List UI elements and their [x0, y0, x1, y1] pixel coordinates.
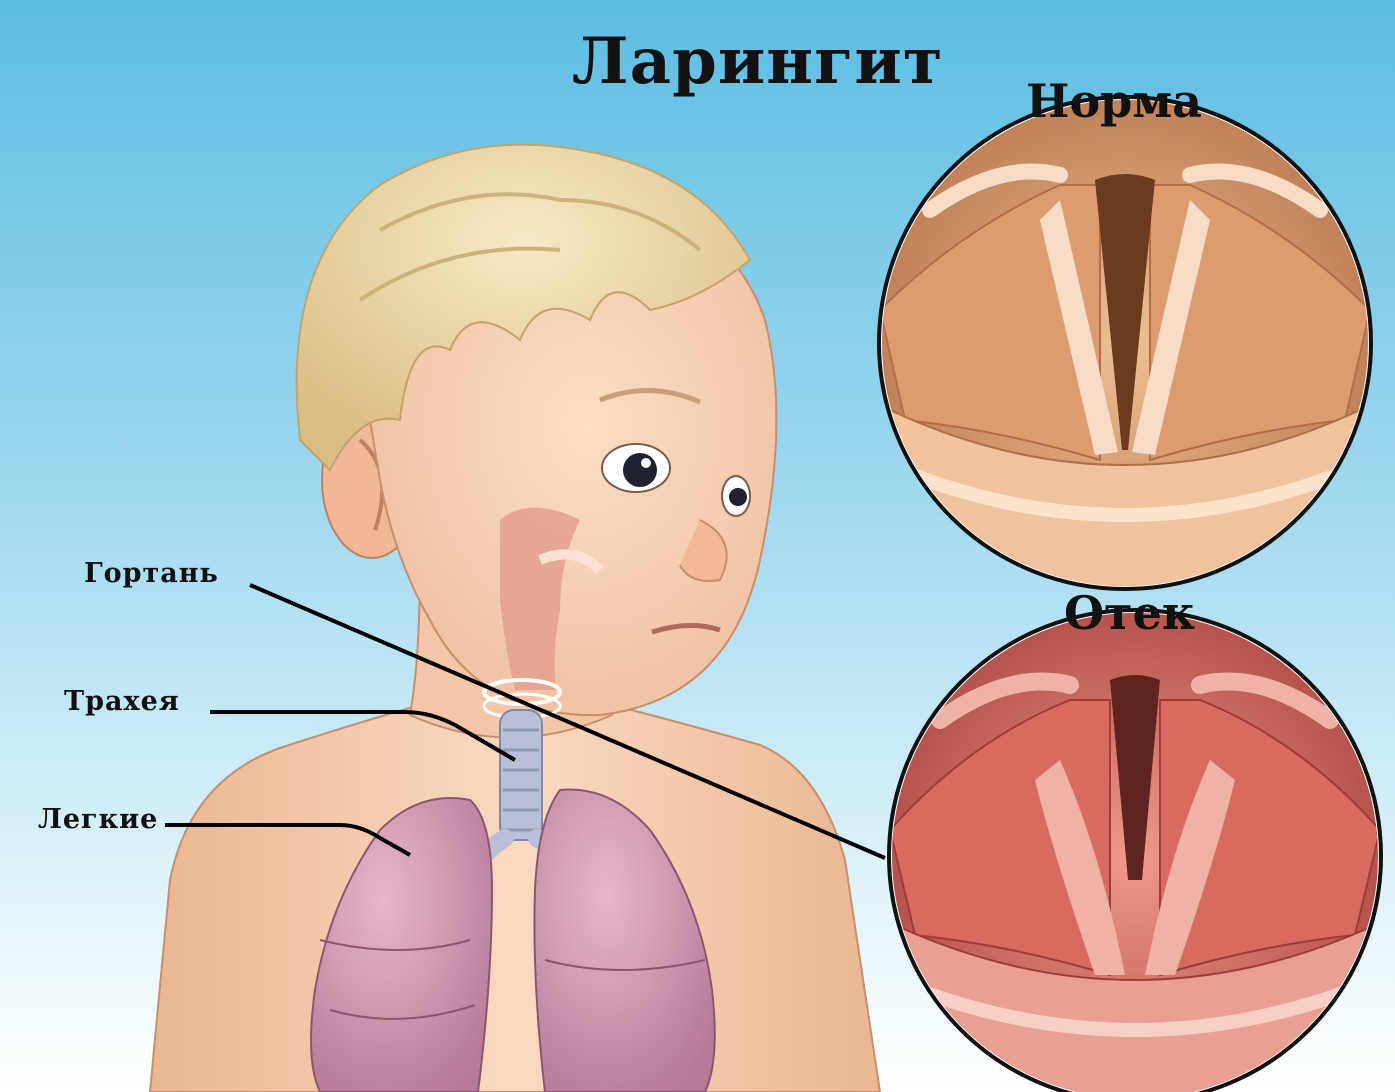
lungs-label: Легкие — [38, 806, 158, 833]
edema-larynx-view — [885, 608, 1385, 1092]
edema-view-label: Отек — [1064, 590, 1195, 636]
trachea-label: Трахея — [64, 688, 180, 715]
normal-view-label: Норма — [1026, 78, 1202, 124]
diagram-title: Ларингит — [572, 30, 943, 94]
larynx-label: Гортань — [84, 560, 219, 587]
